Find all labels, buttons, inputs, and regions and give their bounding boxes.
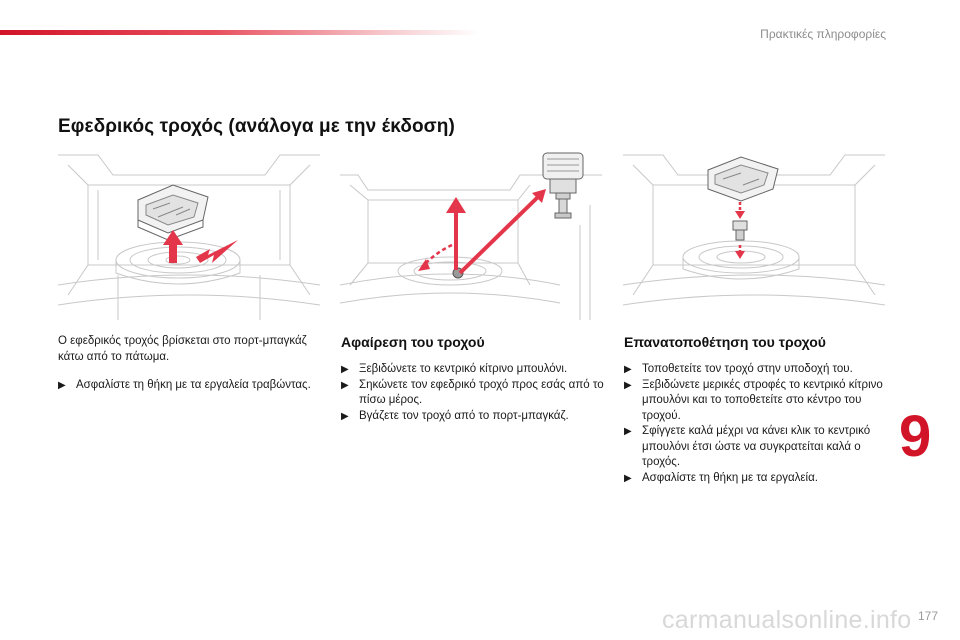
steps-list: ▶Τοποθετείτε τον τροχό στην υποδοχή του.…	[624, 362, 899, 486]
page-title: Εφεδρικός τροχός (ανάλογα με την έκδοση)	[58, 116, 455, 137]
watermark: carmanualsonline.info	[662, 606, 912, 634]
triangle-right-icon: ▶	[58, 380, 66, 391]
triangle-right-icon: ▶	[341, 410, 349, 422]
triangle-right-icon: ▶	[341, 364, 349, 375]
illustration-wheel-refitting	[623, 145, 885, 320]
page-number: 177	[917, 609, 938, 623]
intro-text: Ο εφεδρικός τροχός βρίσκεται στο πορτ-μπ…	[58, 335, 307, 363]
list-item: ▶Τοποθετείτε τον τροχό στην υποδοχή του.	[624, 362, 899, 378]
list-item: ▶Ξεβιδώνετε μερικές στροφές το κεντρικό …	[624, 378, 883, 422]
triangle-right-icon: ▶	[624, 379, 632, 391]
column-removal: Αφαίρεση του τροχού ▶Ξεβιδώνετε το κεντρ…	[341, 334, 616, 424]
column-location: Ο εφεδρικός τροχός βρίσκεται στο πορτ-μπ…	[58, 334, 333, 394]
triangle-right-icon: ▶	[341, 379, 349, 391]
refitting-heading: Επανατοποθέτηση του τροχού	[624, 334, 826, 350]
steps-list: ▶Ξεβιδώνετε το κεντρικό κίτρινο μπουλόνι…	[341, 362, 616, 424]
triangle-right-icon: ▶	[624, 472, 632, 484]
list-item: ▶Βγάζετε τον τροχό από το πορτ-μπαγκάζ.	[341, 409, 616, 425]
column-refitting: Επανατοποθέτηση του τροχού ▶Τοποθετείτε …	[624, 334, 899, 486]
removal-heading: Αφαίρεση του τροχού	[341, 334, 485, 350]
list-item: ▶Ασφαλίστε τη θήκη με τα εργαλεία.	[624, 471, 899, 487]
top-accent-bar	[0, 30, 480, 35]
triangle-right-icon: ▶	[624, 426, 632, 437]
chapter-number: 9	[899, 404, 932, 469]
list-item: ▶Σηκώνετε τον εφεδρικό τροχό προς εσάς α…	[341, 378, 604, 407]
section-header: Πρακτικές πληροφορίες	[760, 27, 886, 41]
list-item: ▶Ασφαλίστε τη θήκη με τα εργαλεία τραβών…	[58, 378, 333, 394]
list-item: ▶Σφίγγετε καλά μέχρι να κάνει κλικ το κε…	[624, 425, 871, 468]
steps-list: ▶Ασφαλίστε τη θήκη με τα εργαλεία τραβών…	[58, 378, 333, 394]
list-item: ▶Ξεβιδώνετε το κεντρικό κίτρινο μπουλόνι…	[341, 362, 616, 378]
triangle-right-icon: ▶	[624, 364, 632, 375]
illustration-wheel-removal	[340, 145, 602, 320]
illustration-spare-wheel-location	[58, 145, 320, 320]
